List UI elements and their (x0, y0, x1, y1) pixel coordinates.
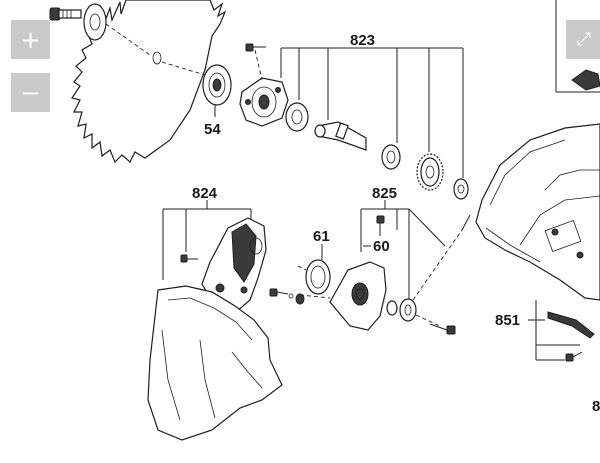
callout-8: 8 (592, 398, 600, 415)
pivot-screw (269, 288, 305, 305)
cover-screw (376, 215, 385, 236)
bracket-screw (180, 254, 198, 263)
lower-blade-guard (147, 285, 283, 441)
detail-inset (555, 0, 600, 93)
callout-60: 60 (373, 238, 390, 255)
bearing-housing (239, 77, 289, 127)
callout-823: 823 (350, 32, 375, 49)
outer-flange (83, 3, 107, 41)
callout-61: 61 (313, 228, 330, 245)
drive-gear (416, 153, 444, 191)
inner-flange-54 (202, 64, 232, 106)
zoom-in-button[interactable]: + (11, 20, 50, 59)
minus-icon: − (20, 78, 41, 107)
drive-ring (381, 144, 401, 170)
upper-blade-guard (475, 123, 600, 301)
zoom-out-button[interactable]: − (11, 73, 50, 112)
callout-851: 851 (495, 312, 520, 329)
guard-cover-plate (329, 261, 387, 331)
mounting-screw-top (245, 43, 266, 52)
ball-bearing (285, 102, 309, 132)
plus-icon: + (20, 25, 41, 54)
arbor-bolt (49, 7, 82, 21)
clamp-bolt (429, 323, 456, 335)
guard-spring-61 (305, 259, 331, 295)
guard-screw (565, 351, 583, 362)
spring-clip (547, 311, 595, 339)
saw-blade (71, 0, 227, 164)
callout-824: 824 (192, 185, 218, 202)
callout-54: 54 (204, 121, 221, 138)
cover-washer (386, 298, 417, 322)
callout-825: 825 (372, 185, 397, 202)
lower-guard-bracket (201, 217, 267, 313)
fullscreen-button[interactable]: ⤢ (566, 20, 600, 59)
spindle-shaft (314, 121, 367, 151)
expand-icon: ⤢ (576, 29, 592, 50)
gear-bearing (453, 178, 469, 200)
